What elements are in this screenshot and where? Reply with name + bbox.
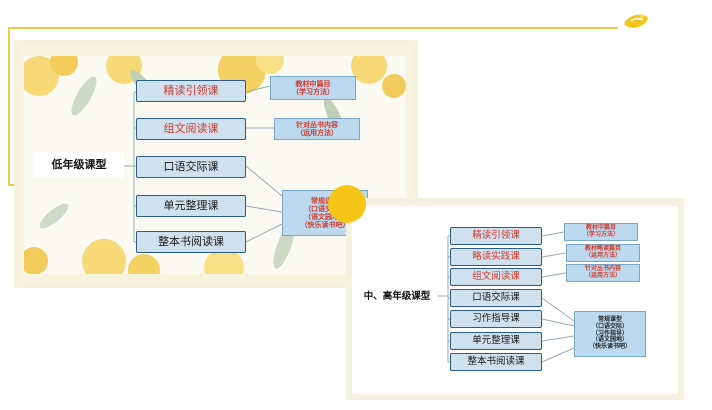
- decor-line-left: [8, 27, 10, 185]
- course-unit-review: 单元整理课: [136, 195, 246, 217]
- note-regular-course-types-2: 常规课型 （口语交际） （习作指导） （语文园地） （快乐读书吧）: [574, 311, 646, 357]
- note-textbook-passages-2: 教材中篇目 （学习方法）: [564, 223, 638, 241]
- course-writing-guidance: 习作指导课: [450, 310, 542, 328]
- logo-icon: [624, 14, 648, 28]
- note-series-content-2: 针对丛书内容 （运用方法）: [566, 264, 640, 282]
- course-whole-book-reading: 整本书阅读课: [136, 231, 246, 253]
- slide-low-grade-canvas: 低年级课型 精读引领课 组文阅读课 口语交际课 单元整理课 整本书阅读课 教材中…: [24, 56, 406, 274]
- slide-low-grade: 低年级课型 精读引领课 组文阅读课 口语交际课 单元整理课 整本书阅读课 教材中…: [18, 44, 414, 284]
- course-group-reading-2: 组文阅读课: [450, 268, 542, 286]
- decor-yellow-circle: [328, 185, 366, 223]
- course-intensive-reading-2: 精读引领课: [450, 227, 542, 245]
- root-low-grade-courses: 低年级课型: [34, 152, 124, 178]
- slide-middle-high-grade: 中、高年级课型 精读引领课 略读实践课 组文阅读课 口语交际课 习作指导课 单元…: [346, 198, 684, 400]
- course-oral-communication-2: 口语交际课: [450, 289, 542, 307]
- slide-middle-high-grade-canvas: 中、高年级课型 精读引领课 略读实践课 组文阅读课 口语交际课 习作指导课 单元…: [352, 206, 678, 394]
- course-unit-review-2: 单元整理课: [450, 332, 542, 350]
- note-textbook-skim-passages: 教材略读篇目 （运用方法）: [566, 244, 640, 262]
- course-whole-book-reading-2: 整本书阅读课: [450, 353, 542, 371]
- root-middle-high-grade-courses: 中、高年级课型: [356, 286, 438, 308]
- note-textbook-passages: 教材中篇目 （学习方法）: [270, 76, 356, 100]
- decor-line-top: [8, 27, 618, 29]
- course-skim-reading-practice: 略读实践课: [450, 248, 542, 266]
- diagram-connectors: [438, 231, 575, 363]
- note-series-content: 针对丛书内容 （运用方法）: [274, 118, 360, 140]
- course-oral-communication: 口语交际课: [136, 156, 246, 178]
- course-group-reading: 组文阅读课: [136, 118, 246, 140]
- course-intensive-reading: 精读引领课: [136, 80, 246, 102]
